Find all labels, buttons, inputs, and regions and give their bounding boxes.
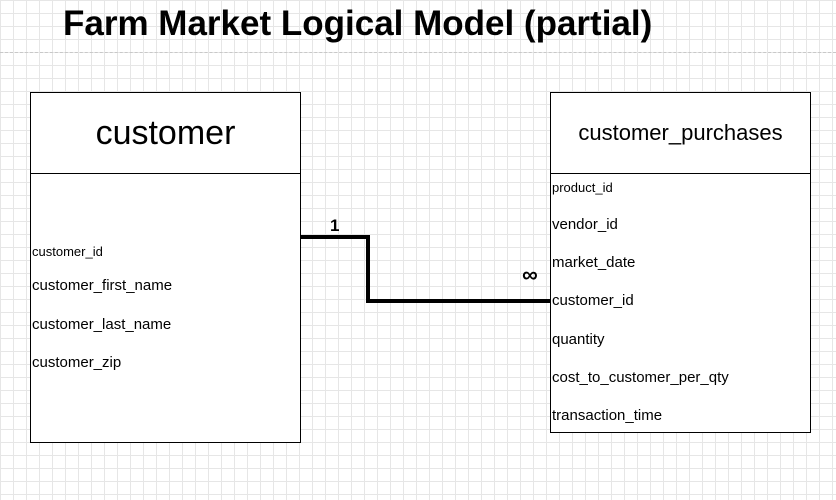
purchases-attr-quantity: quantity <box>552 331 605 348</box>
entity-customer-name: customer <box>31 93 300 174</box>
entity-customer[interactable]: customer customer_id customer_first_name… <box>30 92 301 443</box>
customer-attr-customer-id: customer_id <box>32 244 103 259</box>
diagram-title: Farm Market Logical Model (partial) <box>63 4 653 43</box>
page-divider <box>0 52 836 53</box>
purchases-attr-product-id: product_id <box>552 180 613 195</box>
purchases-attr-customer-id: customer_id <box>552 292 634 309</box>
cardinality-many-label: ∞ <box>522 262 538 287</box>
cardinality-one-label: 1 <box>330 216 340 235</box>
purchases-attr-vendor-id: vendor_id <box>552 216 618 233</box>
customer-attr-customer-first-name: customer_first_name <box>32 277 173 294</box>
entity-customer-purchases-name: customer_purchases <box>551 93 810 174</box>
purchases-attr-cost-to-customer-per-qty: cost_to_customer_per_qty <box>552 369 729 386</box>
relationship-line <box>301 235 550 303</box>
customer-attr-customer-last-name: customer_last_name <box>32 316 172 333</box>
customer-attr-customer-zip: customer_zip <box>32 354 122 371</box>
purchases-attr-market-date: market_date <box>552 254 636 271</box>
purchases-attr-transaction-time: transaction_time <box>552 407 663 424</box>
entity-customer-purchases[interactable]: customer_purchases product_id vendor_id … <box>550 92 811 433</box>
